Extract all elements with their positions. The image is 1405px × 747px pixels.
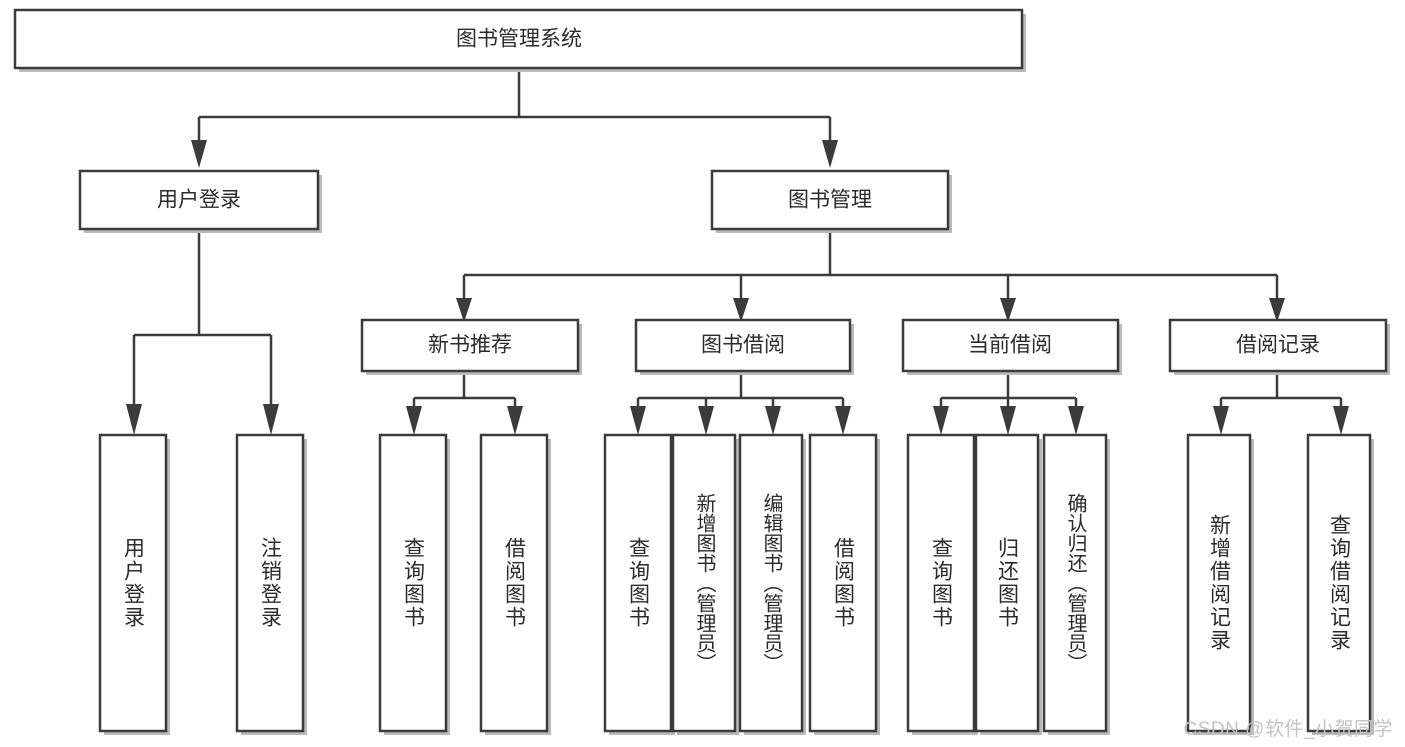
node-leaf-query-book-3[interactable] [906, 433, 976, 733]
node-root-label: 图书管理系统 [456, 28, 582, 51]
node-book-manage-label: 图书管理 [788, 189, 872, 212]
node-new-book-recommend-label: 新书推荐 [428, 334, 512, 357]
arrowhead-borrow-record [1269, 298, 1285, 322]
node-borrow-record-label: 借阅记录 [1236, 334, 1320, 357]
node-current-borrow[interactable] [901, 318, 1120, 373]
node-leaf-add-record[interactable] [1186, 433, 1252, 733]
node-borrow-record[interactable] [1168, 318, 1388, 373]
arrowhead-user-login [191, 140, 207, 168]
node-current-borrow-label: 当前借阅 [968, 334, 1052, 357]
arrowhead-leaf-return-book [1000, 406, 1016, 435]
arrowhead-leaf-add-record [1213, 406, 1229, 435]
arrowhead-leaf-borrow-book-2 [835, 406, 851, 435]
arrowhead-leaf-query-book-2 [630, 406, 646, 435]
arrowhead-leaf-confirm-return [1068, 406, 1084, 435]
node-leaf-query-book-2[interactable] [603, 433, 673, 733]
node-user-login-label: 用户登录 [157, 189, 241, 212]
node-leaf-edit-book[interactable] [738, 433, 804, 733]
arrowhead-leaf-edit-book [765, 406, 781, 435]
arrowhead-new-book-recommend [456, 298, 472, 322]
watermark-text: CSDN @软件_小贺同学 [1183, 719, 1393, 740]
arrowhead-leaf-query-record [1333, 406, 1349, 435]
node-root[interactable] [13, 8, 1024, 70]
arrowhead-leaf-borrow-book-1 [507, 406, 523, 435]
node-leaf-borrow-book-1[interactable] [479, 433, 549, 733]
node-leaf-confirm-return[interactable] [1042, 433, 1108, 733]
arrowhead-leaf-user-login [126, 404, 142, 435]
arrowhead-leaf-query-book-1 [406, 406, 422, 435]
arrowhead-book-manage [822, 140, 838, 168]
arrowhead-book-borrow [733, 298, 749, 322]
node-book-manage[interactable] [710, 169, 950, 231]
arrowhead-layer [126, 140, 1349, 435]
node-leaf-query-record[interactable] [1306, 433, 1372, 733]
node-leaf-return-book[interactable] [974, 433, 1040, 733]
node-new-book-recommend[interactable] [360, 318, 580, 373]
node-book-borrow[interactable] [634, 318, 852, 373]
arrowhead-leaf-logout [263, 404, 279, 435]
node-leaf-logout[interactable] [235, 433, 305, 733]
node-layer: 图书管理系统 用户登录 图书管理 新书推荐 图书借阅 当前借阅 借阅记录 [13, 8, 1390, 735]
node-leaf-borrow-book-2[interactable] [808, 433, 878, 733]
node-book-borrow-label: 图书借阅 [701, 334, 785, 357]
node-leaf-user-login[interactable] [98, 433, 168, 733]
node-leaf-query-book-1[interactable] [378, 433, 448, 733]
arrowhead-current-borrow [1000, 298, 1016, 322]
arrowhead-leaf-add-book [698, 406, 714, 435]
node-leaf-add-book[interactable] [671, 433, 737, 733]
node-user-login[interactable] [78, 169, 320, 231]
arrowhead-leaf-query-book-3 [933, 406, 949, 435]
